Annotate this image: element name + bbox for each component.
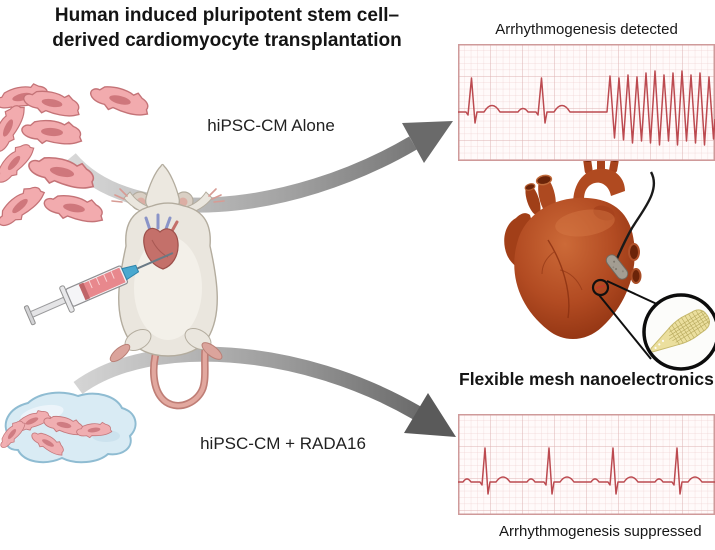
- chest-heart-icon: [143, 213, 179, 270]
- ecg-trace: [458, 447, 715, 495]
- label-hipsc-cm-alone: hiPSC-CM Alone: [207, 116, 335, 135]
- magnifier-circle-icon: [591, 278, 715, 371]
- mesh-device-icon: [650, 309, 710, 353]
- syringe-icon: [23, 252, 174, 326]
- top-arrow-icon: [64, 121, 453, 213]
- label-arrhythmogenesis-detected: Arrhythmogenesis detected: [495, 21, 678, 38]
- implanted-device-icon: [605, 254, 629, 280]
- bottom-arrow-icon: [73, 346, 456, 437]
- page-title: Human induced pluripotent stem cell– der…: [8, 3, 446, 53]
- mouse-paw: [111, 188, 128, 203]
- label-arrhythmogenesis-suppressed: Arrhythmogenesis suppressed: [499, 523, 702, 540]
- ecg-normal-panel: [458, 414, 715, 515]
- mouse-foot: [109, 343, 131, 363]
- ecg-trace: [458, 70, 715, 146]
- label-flexible-mesh-nanoelectronics: Flexible mesh nanoelectronics: [459, 369, 714, 389]
- ecg-arrhythmia-panel: [458, 44, 715, 161]
- heart-model-illustration: [504, 153, 656, 340]
- label-hipsc-cm-rada16: hiPSC-CM + RADA16: [200, 434, 366, 453]
- mouse-paw: [208, 188, 225, 203]
- hydrogel-cells-illustration: [0, 391, 137, 464]
- title-line-2: derived cardiomyocyte transplantation: [52, 30, 402, 51]
- title-line-1: Human induced pluripotent stem cell–: [54, 5, 400, 26]
- mouse-foot: [201, 342, 223, 360]
- connecting-wire-icon: [613, 171, 656, 264]
